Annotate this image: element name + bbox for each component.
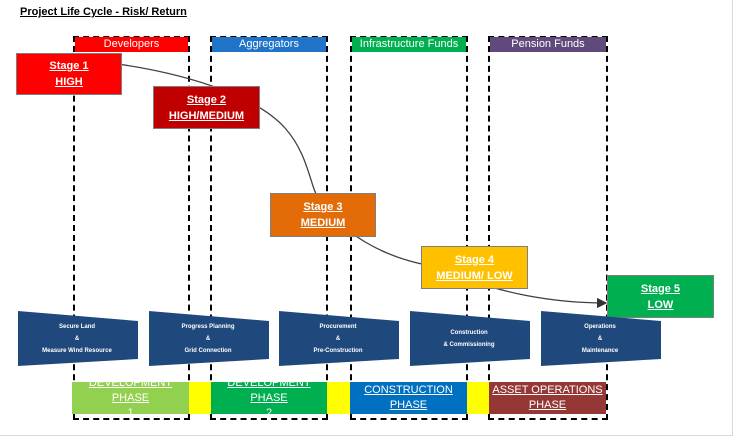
phase-separator [467,382,489,414]
phase-asset-operations: ASSET OPERATIONS PHASE [489,382,606,414]
activity-block-construction: Construction & Commissioning [408,311,530,366]
phase-construction: CONSTRUCTION PHASE [350,382,467,414]
investor-header-infrastructure-funds: Infrastructure Funds [352,37,466,52]
phase-development-1: DEVELOPMENT PHASE 1 [72,377,189,419]
diagram-title: Project Life Cycle - Risk/ Return [20,6,187,18]
stage-4-name: Stage 4 [454,253,495,266]
stage-4-risk: MEDIUM/ LOW [436,269,513,282]
stage-1-risk: HIGH [55,76,83,88]
phase-development-2: DEVELOPMENT PHASE 2 [211,377,327,419]
stage-2-name: Stage 2 [186,93,227,106]
phase-separator [188,382,211,414]
stage-2-box: Stage 2 HIGH/MEDIUM [153,86,260,129]
stage-5-box: Stage 5 LOW [607,275,714,318]
activity-block-progress-planning: Progress Planning & Grid Connection [147,311,269,366]
activity-block-secure-land: Secure Land & Measure Wind Resource [16,311,138,366]
stage-4-box: Stage 4 MEDIUM/ LOW [421,246,528,289]
stage-1-box: Stage 1 HIGH [16,53,122,95]
investor-header-aggregators: Aggregators [212,37,326,52]
stage-2-risk: HIGH/MEDIUM [168,109,245,122]
stage-3-risk: MEDIUM [300,217,346,229]
stage-5-name: Stage 5 [640,282,681,295]
phase-separator [327,382,350,414]
stage-3-box: Stage 3 MEDIUM [270,193,376,237]
activity-block-operations: Operations & Maintenance [539,311,661,366]
stage-3-name: Stage 3 [303,201,343,213]
investor-header-developers: Developers [75,37,188,52]
investor-header-pension-funds: Pension Funds [490,37,606,52]
stage-1-name: Stage 1 [49,60,89,72]
activity-block-procurement: Procurement & Pre-Construction [277,311,399,366]
stage-5-risk: LOW [647,298,674,311]
